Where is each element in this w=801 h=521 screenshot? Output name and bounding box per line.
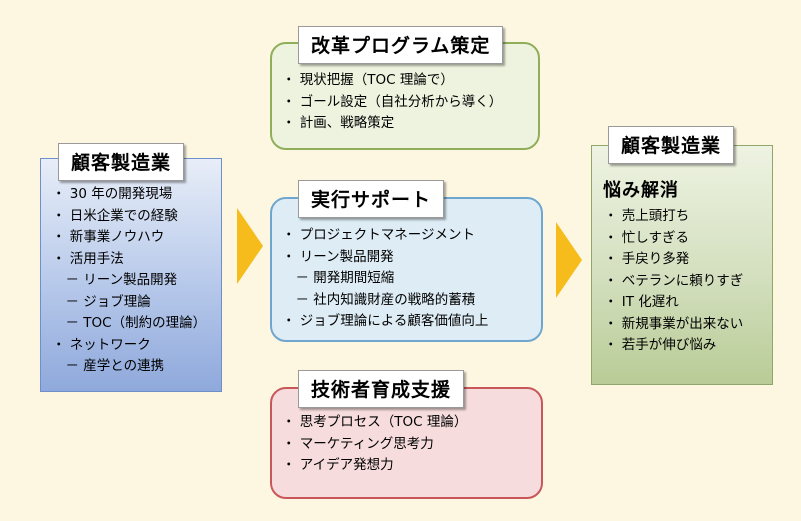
arrow-right-icon [556, 222, 582, 298]
arrow-right-icon [237, 208, 263, 284]
list-item: － リーン製品開発 [52, 272, 178, 288]
list-item: ・ 若手が伸び悩み [604, 337, 717, 353]
list-item: － 社内知識財産の戦略的蓄積 [282, 291, 476, 308]
list-item: ・ 活用手法 [52, 250, 124, 267]
list-item: － 産学との連携 [52, 358, 165, 374]
list-item: ・ 思考プロセス（TOC 理論） [282, 414, 468, 430]
list-item: ・ 現状把握（TOC 理論で） [282, 72, 454, 88]
middle-box [270, 197, 543, 342]
list-item: ・ 日米企業での経験 [52, 207, 178, 224]
list-item: ・ ゴール設定（自社分析から導く） [282, 93, 503, 110]
right-box-subtitle: 悩み解消 [603, 180, 679, 201]
bottom-box-title: 技術者育成支援 [298, 370, 465, 408]
list-item: － ジョブ理論 [52, 293, 151, 310]
list-item: ・ 忙しすぎる [604, 229, 690, 246]
list-item: ・ ベテランに頼りすぎ [604, 272, 744, 289]
middle-box-list: ・ プロジェクトマネージメント ・ リーン製品開発 － 開発期間短縮 － 社内知… [282, 225, 488, 333]
middle-box-title: 実行サポート [298, 180, 445, 218]
list-item: ・ アイデア発想力 [282, 457, 394, 473]
list-item: ・ 30 年の開発現場 [52, 186, 173, 202]
list-item: ・ 新事業ノウハウ [52, 229, 165, 245]
list-item: ・ 売上頭打ち [604, 208, 690, 224]
list-item: ・ ネットワーク [52, 336, 151, 353]
list-item: ・ リーン製品開発 [282, 248, 394, 265]
list-item: ・ 計画、戦略策定 [282, 115, 395, 131]
list-item: ・ 新規事業が出来ない [604, 315, 744, 332]
top-box-list: ・ 現状把握（TOC 理論で） ・ ゴール設定（自社分析から導く） ・ 計画、戦… [282, 70, 502, 135]
left-box-title: 顧客製造業 [58, 143, 185, 181]
right-box-title: 顧客製造業 [608, 126, 735, 164]
list-item: ・ IT 化遅れ [604, 294, 679, 310]
list-item: ・ プロジェクトマネージメント [282, 227, 476, 243]
right-box-list: ・ 売上頭打ち ・ 忙しすぎる ・ 手戻り多発 ・ ベテランに頼りすぎ ・ IT… [604, 206, 743, 357]
left-box [40, 158, 222, 392]
bottom-box-list: ・ 思考プロセス（TOC 理論） ・ マーケティング思考力 ・ アイデア発想力 [282, 412, 467, 477]
right-box [591, 145, 773, 385]
list-item: ・ マーケティング思考力 [282, 435, 434, 452]
list-item: － TOC（制約の理論） [52, 315, 207, 331]
list-item: － 開発期間短縮 [282, 270, 395, 286]
list-item: ・ 手戻り多発 [604, 251, 690, 267]
left-box-list: ・ 30 年の開発現場 ・ 日米企業での経験 ・ 新事業ノウハウ ・ 活用手法 … [52, 184, 206, 378]
list-item: ・ ジョブ理論による顧客価値向上 [282, 313, 489, 329]
top-box-title: 改革プログラム策定 [298, 26, 504, 64]
